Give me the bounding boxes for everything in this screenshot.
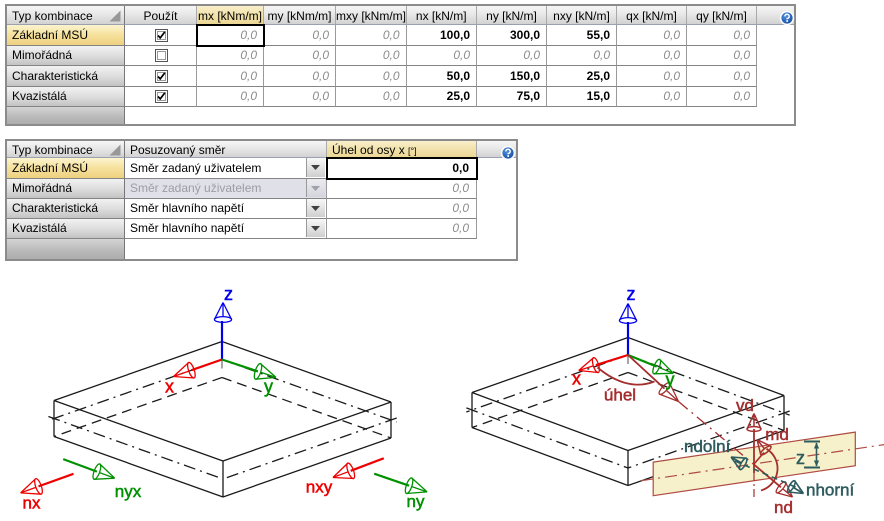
svg-text:ny: ny [407, 492, 425, 511]
svg-text:z: z [224, 284, 233, 304]
svg-text:y: y [666, 370, 675, 390]
svg-text:nxy: nxy [306, 478, 333, 497]
svg-text:y: y [264, 377, 273, 397]
svg-text:z: z [627, 284, 636, 304]
svg-text:vd: vd [736, 396, 754, 415]
svg-text:x: x [572, 369, 581, 389]
svg-text:nx: nx [23, 494, 41, 513]
svg-text:nyx: nyx [115, 482, 142, 501]
svg-text:nd: nd [774, 498, 793, 517]
svg-text:md: md [765, 425, 789, 444]
svg-text:ndolní: ndolní [684, 437, 731, 456]
svg-text:x: x [165, 377, 174, 397]
svg-text:úhel: úhel [604, 386, 636, 405]
svg-text:nhorní: nhorní [806, 481, 854, 500]
svg-text:z: z [796, 448, 805, 468]
